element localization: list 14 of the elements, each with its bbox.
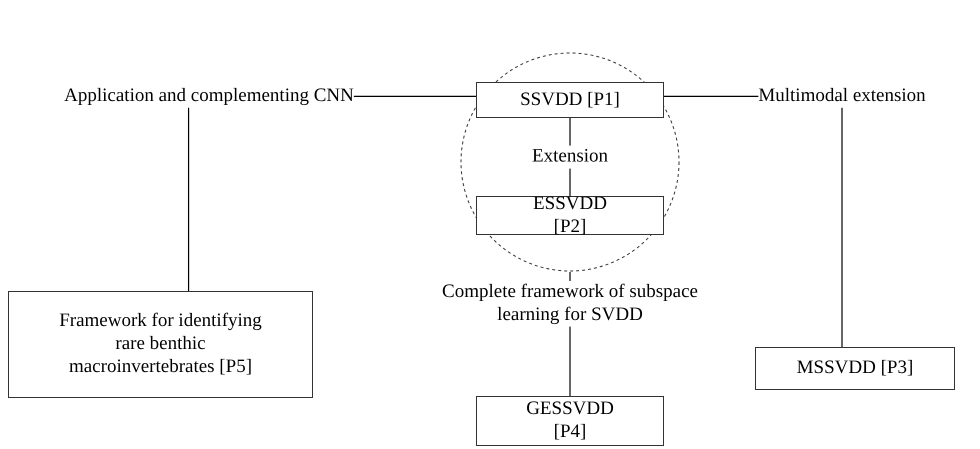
connector-line (354, 96, 476, 97)
process-box: SSVDD [P1] (476, 82, 664, 118)
text-label: Complete framework of subspace learning for SVDD (440, 281, 700, 327)
process-box: GESSVDD [P4] (476, 396, 664, 446)
text-label: Application and complementing CNN (64, 85, 354, 108)
process-box: MSSVDD [P3] (755, 347, 955, 390)
connector-line (569, 326, 571, 396)
process-box: Framework for identifying rare benthic macroinvertebrates [P5] (8, 291, 313, 398)
connector-line (569, 272, 571, 281)
connector-line (188, 108, 190, 291)
process-box: ESSVDD [P2] (476, 196, 664, 235)
connector-line (841, 108, 843, 347)
connector-line (664, 96, 758, 97)
text-label: Multimodal extension (758, 85, 926, 108)
